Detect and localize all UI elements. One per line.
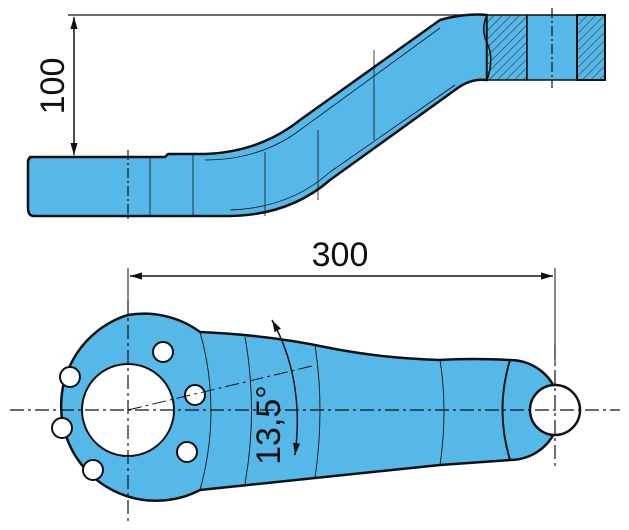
height-dimension-label: 100 (34, 58, 72, 115)
side-view: 100 (26, 8, 606, 222)
section-hatched-right (576, 14, 606, 81)
angle-dimension-label: 13,5° (250, 385, 288, 465)
break-line (483, 14, 492, 81)
section-hatched-left (486, 14, 528, 81)
bolt-holes (51, 341, 206, 481)
top-view: 300 13,5° (10, 236, 620, 525)
length-dimension-label: 300 (312, 236, 369, 274)
arm-side-body (26, 13, 489, 218)
angle-arc (271, 319, 301, 456)
